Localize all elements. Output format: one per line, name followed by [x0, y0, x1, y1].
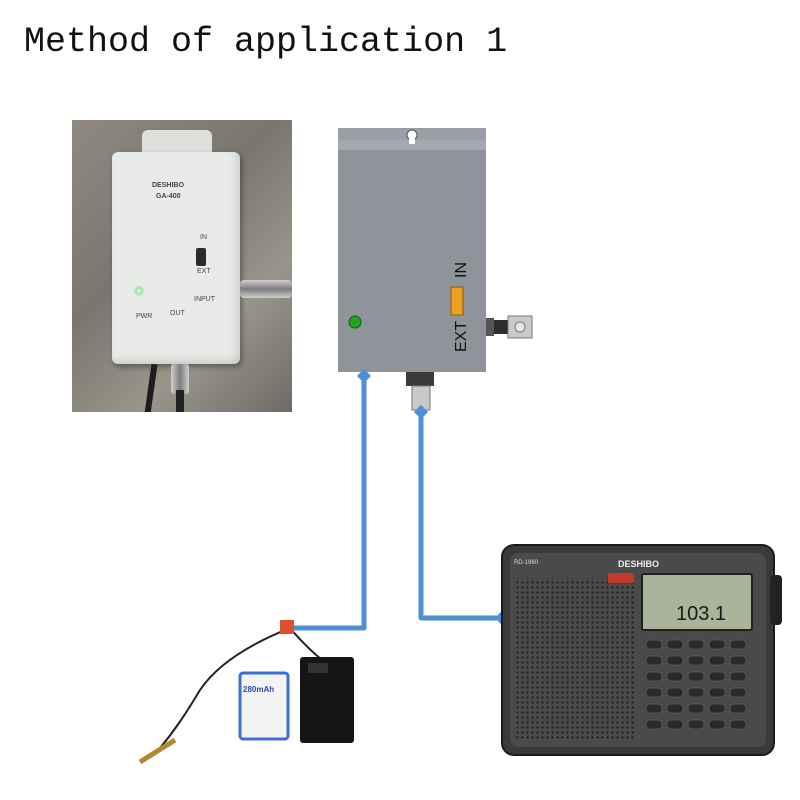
battery-holder: [300, 657, 354, 743]
keypad: [645, 639, 747, 730]
photo-output-cable: [176, 390, 184, 412]
wire-node-device-out: [413, 404, 429, 420]
switch-ext-label: EXT: [453, 321, 470, 352]
photo-input-label: INPUT: [194, 296, 215, 303]
device-illustration: IN EXT: [338, 128, 533, 411]
battery-lead: [289, 627, 323, 661]
page-title: Method of application 1: [24, 22, 508, 62]
bnc-side-nut: [494, 320, 508, 334]
photo-power-led: [134, 286, 144, 296]
radio-receiver: RD-1960 DESHIBO 103.1: [501, 544, 782, 756]
dc-plug-icon: [138, 737, 177, 765]
bnc-bottom-nut: [406, 372, 434, 386]
speaker-grille: [516, 578, 634, 740]
photo-pwr-label: PWR: [136, 313, 153, 320]
bnc-side-pin-icon: [514, 321, 526, 333]
mount-slot: [409, 135, 415, 144]
photo-brand-label: DESHIBO: [152, 182, 184, 189]
switch-slider: [450, 286, 464, 316]
power-led-icon: [348, 315, 362, 329]
photo-switch-in-label: IN: [200, 234, 207, 241]
photo-model-label: GA-400: [156, 193, 181, 200]
radio-model-label: RD-1960: [514, 560, 539, 566]
photo-input-connector: [240, 280, 292, 298]
device-enclosure-photo: [112, 152, 240, 364]
lcd-display: [641, 573, 753, 631]
device-top-edge: [338, 140, 486, 150]
photo-switch: [196, 248, 206, 266]
power-button: [608, 573, 634, 583]
photo-output-connector: [171, 364, 189, 394]
device-photo: DESHIBO GA-400 IN EXT INPUT PWR OUT: [72, 120, 292, 412]
bnc-side-base: [486, 318, 494, 336]
battery-plug-tip: [280, 620, 294, 634]
battery-capacity-label: 280mAh: [243, 685, 274, 694]
photo-switch-ext-label: EXT: [197, 268, 211, 275]
radio-brand-label: DESHIBO: [618, 559, 659, 569]
signal-wire: [418, 412, 502, 621]
photo-out-label: OUT: [170, 310, 185, 317]
device-body: [338, 140, 486, 372]
wire-node-device-power: [356, 368, 372, 384]
battery-cable: [159, 627, 291, 749]
switch-in-label: IN: [453, 262, 470, 278]
battery-cell: [238, 671, 290, 741]
battery-pack: 280mAh: [138, 620, 354, 765]
power-wire: [290, 376, 367, 631]
battery-holder-switch: [308, 663, 328, 673]
lcd-frequency: 103.1: [676, 603, 726, 625]
wires: [290, 376, 502, 631]
wire-nodes: [356, 368, 510, 626]
tuning-knob-icon: [770, 575, 782, 625]
